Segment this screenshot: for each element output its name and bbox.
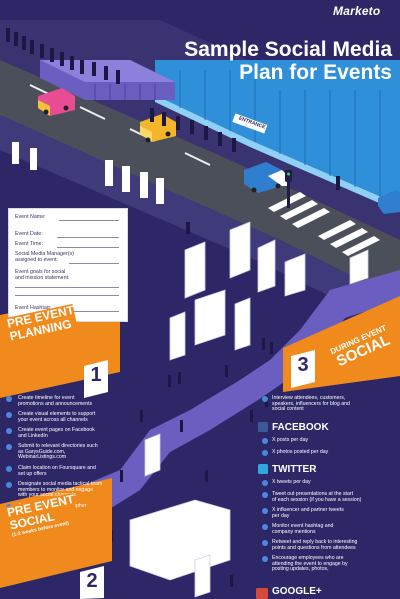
form-label-event-name: Event Name:	[15, 214, 46, 220]
form-label-event-date: Event Date:	[15, 231, 43, 237]
bullet	[262, 492, 268, 498]
list-item: X posts per day	[272, 437, 309, 443]
list-item: Interview attendees, customers,speakers,…	[272, 395, 350, 413]
twitter-icon	[258, 464, 268, 474]
bullet	[262, 450, 268, 456]
floor-pillars	[12, 142, 164, 204]
form-label-event-time: Event Time:	[15, 241, 43, 247]
blue-truck	[244, 162, 290, 193]
facebook-icon	[258, 422, 268, 432]
bullet	[6, 466, 12, 472]
pink-truck	[38, 88, 75, 116]
title-line-1: Sample Social Media	[184, 38, 392, 61]
bullet	[6, 412, 12, 418]
expo-booths	[129, 221, 369, 598]
street	[0, 60, 400, 300]
form-label-hashtag: Event Hashtag:	[15, 305, 52, 311]
list-item: X photos posted per day	[272, 449, 329, 455]
form-label-manager: Social Media Manager(s)	[15, 251, 74, 257]
bullet	[262, 556, 268, 562]
facebook-heading: FACEBOOK	[272, 422, 329, 433]
title-line-2: Plan for Events	[239, 61, 392, 84]
bullet	[6, 396, 12, 402]
during-event-list: Interview attendees, customers,speakers,…	[262, 395, 398, 597]
step-number-2: 2	[86, 570, 98, 592]
form-label-goals: Event goals for social	[15, 269, 66, 275]
bullet	[262, 540, 268, 546]
form-label-manager-cont: assigned to event:	[15, 257, 58, 263]
blue-car	[378, 190, 400, 214]
convention-building	[155, 60, 400, 205]
bullet	[262, 480, 268, 486]
bullet	[6, 428, 12, 434]
bullet	[6, 444, 12, 450]
crosswalk	[268, 192, 380, 256]
google-plus-icon	[256, 588, 268, 599]
step-number-3: 3	[297, 354, 309, 376]
form-label-goals-cont: and mission statement:	[15, 275, 70, 281]
bullet	[262, 508, 268, 514]
bullet	[262, 396, 268, 402]
step-number-1: 1	[90, 364, 102, 386]
google-plus-heading: GOOGLE+	[272, 586, 322, 597]
bullet	[262, 438, 268, 444]
yellow-truck	[140, 114, 176, 143]
bullet	[262, 524, 268, 530]
list-item: X tweets per day	[272, 479, 311, 485]
event-details-form: Event Name: Event Date: Event Time: Soci…	[8, 208, 128, 322]
page-title: Sample Social Media Plan for Events	[150, 38, 392, 84]
twitter-heading: TWITTER	[272, 464, 317, 475]
brand-logo: Marketo	[333, 4, 381, 18]
bullet	[6, 482, 12, 488]
